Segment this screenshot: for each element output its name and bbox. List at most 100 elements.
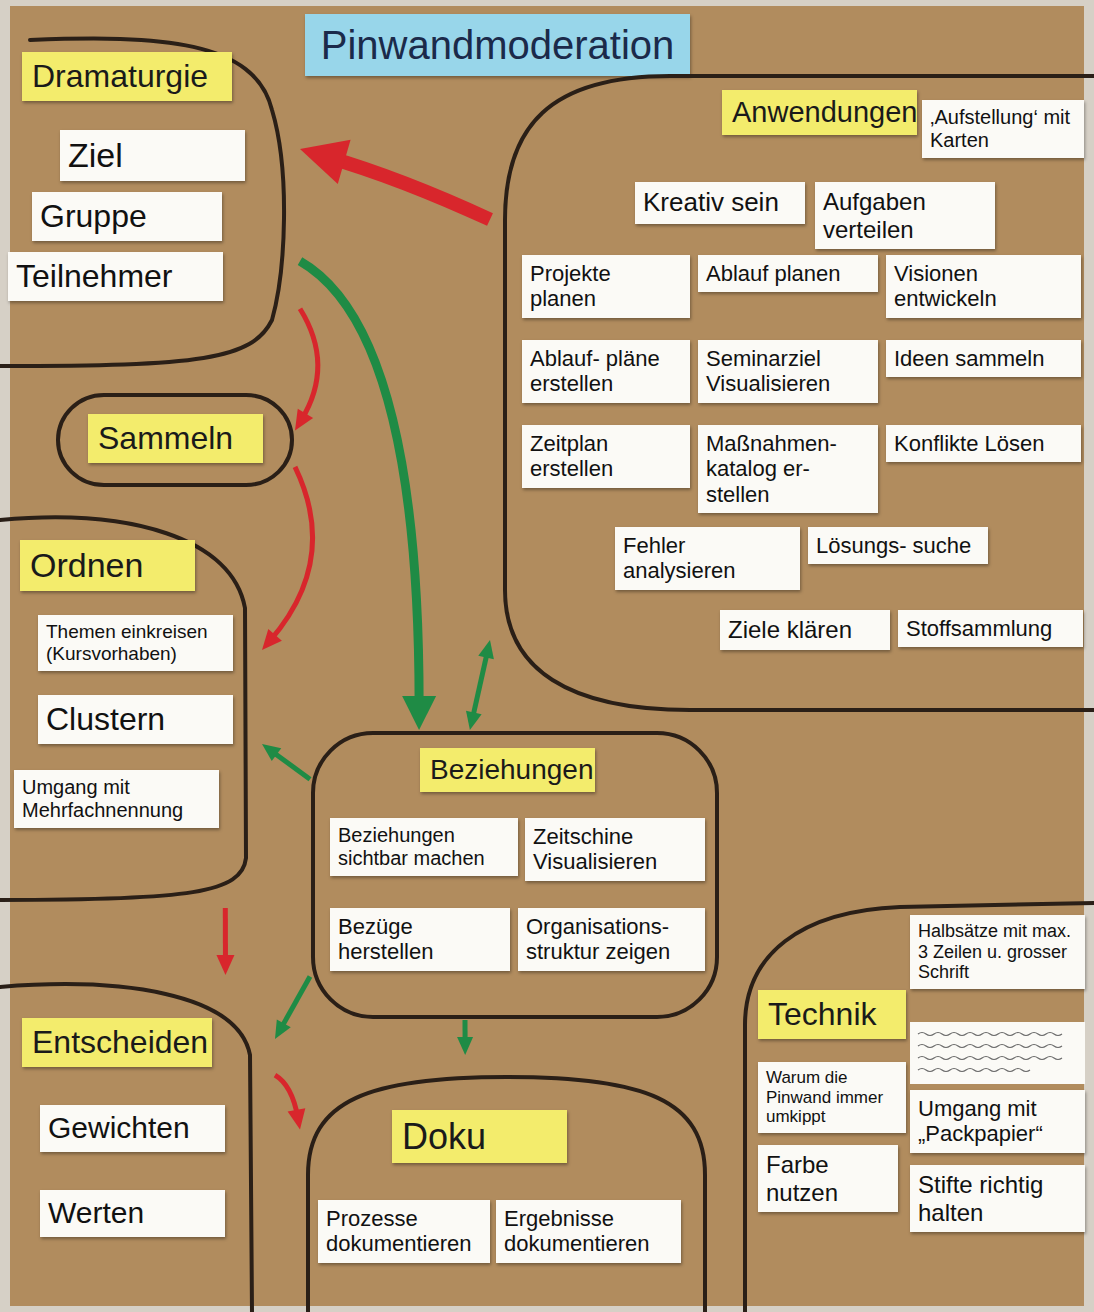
topic-region: DramaturgieZielGruppeTeilnehmer bbox=[0, 30, 300, 370]
card-text: Organisations- struktur zeigen bbox=[526, 914, 697, 965]
arrow-head bbox=[295, 409, 313, 431]
note-card: Organisations- struktur zeigen bbox=[518, 908, 705, 971]
marker-line bbox=[505, 76, 1094, 710]
flow-arrow bbox=[262, 467, 313, 650]
arrow-line bbox=[300, 261, 419, 709]
note-card: Ideen sammeln bbox=[886, 340, 1081, 377]
note-card: Projekte planen bbox=[522, 255, 690, 318]
kraft-paper bbox=[10, 6, 1084, 1306]
card-text: Aufgaben verteilen bbox=[823, 188, 987, 243]
note-card: Ergebnisse dokumentieren bbox=[496, 1200, 681, 1263]
note-card: Zeitplan erstellen bbox=[522, 425, 690, 488]
card-text: Ergebnisse dokumentieren bbox=[504, 1206, 673, 1257]
flow-arrow bbox=[275, 1075, 305, 1129]
topic-region: OrdnenThemen einkreisen (Kursvorhaben)Cl… bbox=[0, 508, 262, 908]
card-text: Clustern bbox=[46, 701, 225, 738]
note-card: Prozesse dokumentieren bbox=[318, 1200, 490, 1263]
illegible-card bbox=[910, 1022, 1085, 1084]
note-card: Ablauf planen bbox=[698, 255, 878, 292]
note-card: Lösungs- suche bbox=[808, 527, 988, 564]
heading-card: Doku bbox=[392, 1110, 567, 1163]
flow-arrow bbox=[466, 640, 494, 730]
note-card: ‚Aufstellung‘ mit Karten bbox=[922, 100, 1084, 158]
card-text: Werten bbox=[48, 1196, 217, 1231]
card-text: Ablauf- pläne erstellen bbox=[530, 346, 682, 397]
card-text: Visionen entwickeln bbox=[894, 261, 1073, 312]
arrow-head bbox=[300, 140, 351, 184]
scribble bbox=[918, 1033, 1062, 1072]
arrow-head bbox=[478, 640, 494, 659]
card-paper bbox=[910, 1022, 1085, 1084]
note-card: Maßnahmen- katalog er- stellen bbox=[698, 425, 878, 513]
note-card: Visionen entwickeln bbox=[886, 255, 1081, 318]
arrow-line bbox=[327, 157, 490, 220]
arrow-head bbox=[262, 744, 281, 761]
card-text: Ablauf planen bbox=[706, 261, 870, 286]
card-text: Gewichten bbox=[48, 1111, 217, 1146]
card-text: Farbe nutzen bbox=[766, 1151, 890, 1206]
note-card: Ziel bbox=[60, 130, 245, 181]
note-card: Konflikte Lösen bbox=[886, 425, 1081, 462]
note-card: Bezüge herstellen bbox=[330, 908, 510, 971]
note-card: Stifte richtig halten bbox=[910, 1165, 1085, 1232]
card-text: ‚Aufstellung‘ mit Karten bbox=[930, 106, 1076, 152]
note-card: Farbe nutzen bbox=[758, 1145, 898, 1212]
note-card: Gewichten bbox=[40, 1105, 225, 1152]
card-text: Projekte planen bbox=[530, 261, 682, 312]
arrow-line bbox=[223, 908, 228, 963]
card-text: Themen einkreisen (Kursvorhaben) bbox=[46, 621, 225, 665]
arrow-line bbox=[280, 977, 310, 1030]
heading-card: Technik bbox=[758, 990, 906, 1039]
flow-arrow bbox=[457, 1020, 473, 1055]
arrow-head bbox=[466, 711, 482, 730]
card-text: Seminarziel Visualisieren bbox=[706, 346, 870, 397]
note-card: Themen einkreisen (Kursvorhaben) bbox=[38, 615, 233, 671]
arrow-line bbox=[270, 467, 313, 641]
arrow-head bbox=[288, 1108, 306, 1129]
heading-card: Dramaturgie bbox=[22, 52, 232, 101]
arrow-line bbox=[271, 750, 310, 779]
arrow-head bbox=[216, 955, 234, 975]
card-text: Umgang mit „Packpapier“ bbox=[918, 1096, 1077, 1147]
card-text: Prozesse dokumentieren bbox=[326, 1206, 482, 1257]
arrow-head bbox=[457, 1037, 473, 1055]
marker-line bbox=[0, 984, 252, 1312]
card-text: Gruppe bbox=[40, 198, 214, 235]
note-card: Teilnehmer bbox=[8, 252, 223, 301]
arrow-line bbox=[300, 309, 318, 420]
marker-line bbox=[0, 39, 284, 366]
card-text: Bezüge herstellen bbox=[338, 914, 502, 965]
note-card: Werten bbox=[40, 1190, 225, 1237]
card-text: Ziele klären bbox=[728, 616, 882, 644]
topic-region: Sammeln bbox=[55, 392, 295, 488]
note-card: Umgang mit „Packpapier“ bbox=[910, 1090, 1085, 1153]
topic-region: BeziehungenBeziehungen sichtbar machenZe… bbox=[310, 730, 720, 1020]
card-text: Konflikte Lösen bbox=[894, 431, 1073, 456]
heading-card: Sammeln bbox=[88, 414, 263, 463]
marker-line bbox=[745, 903, 1094, 1312]
flow-arrow bbox=[300, 140, 490, 220]
flow-arrow bbox=[300, 261, 436, 730]
note-card: Seminarziel Visualisieren bbox=[698, 340, 878, 403]
card-text: Ideen sammeln bbox=[894, 346, 1073, 371]
marker-line bbox=[58, 395, 292, 485]
card-text: Warum die Pinwand immer umkippt bbox=[766, 1068, 898, 1127]
topic-region: Anwendungen‚Aufstellung‘ mit KartenKreat… bbox=[490, 70, 1094, 720]
card-text: Lösungs- suche bbox=[816, 533, 980, 558]
heading-card: Beziehungen bbox=[420, 748, 595, 792]
arrow-head bbox=[262, 629, 282, 650]
card-text: Teilnehmer bbox=[16, 258, 215, 295]
heading-card: Entscheiden bbox=[22, 1018, 212, 1067]
note-card: Aufgaben verteilen bbox=[815, 182, 995, 249]
note-card: Umgang mit Mehrfachnennung bbox=[14, 770, 219, 828]
note-card: Halbsätze mit max. 3 Zeilen u. grosser S… bbox=[910, 915, 1085, 989]
topic-region: EntscheidenGewichtenWerten bbox=[0, 975, 275, 1312]
region-outline bbox=[300, 1055, 715, 1312]
card-text: Halbsätze mit max. 3 Zeilen u. grosser S… bbox=[918, 921, 1077, 983]
topic-region: TechnikHalbsätze mit max. 3 Zeilen u. gr… bbox=[720, 895, 1094, 1312]
heading-card: Anwendungen bbox=[722, 90, 917, 135]
note-card: Warum die Pinwand immer umkippt bbox=[758, 1062, 906, 1133]
card-text: Stifte richtig halten bbox=[918, 1171, 1077, 1226]
